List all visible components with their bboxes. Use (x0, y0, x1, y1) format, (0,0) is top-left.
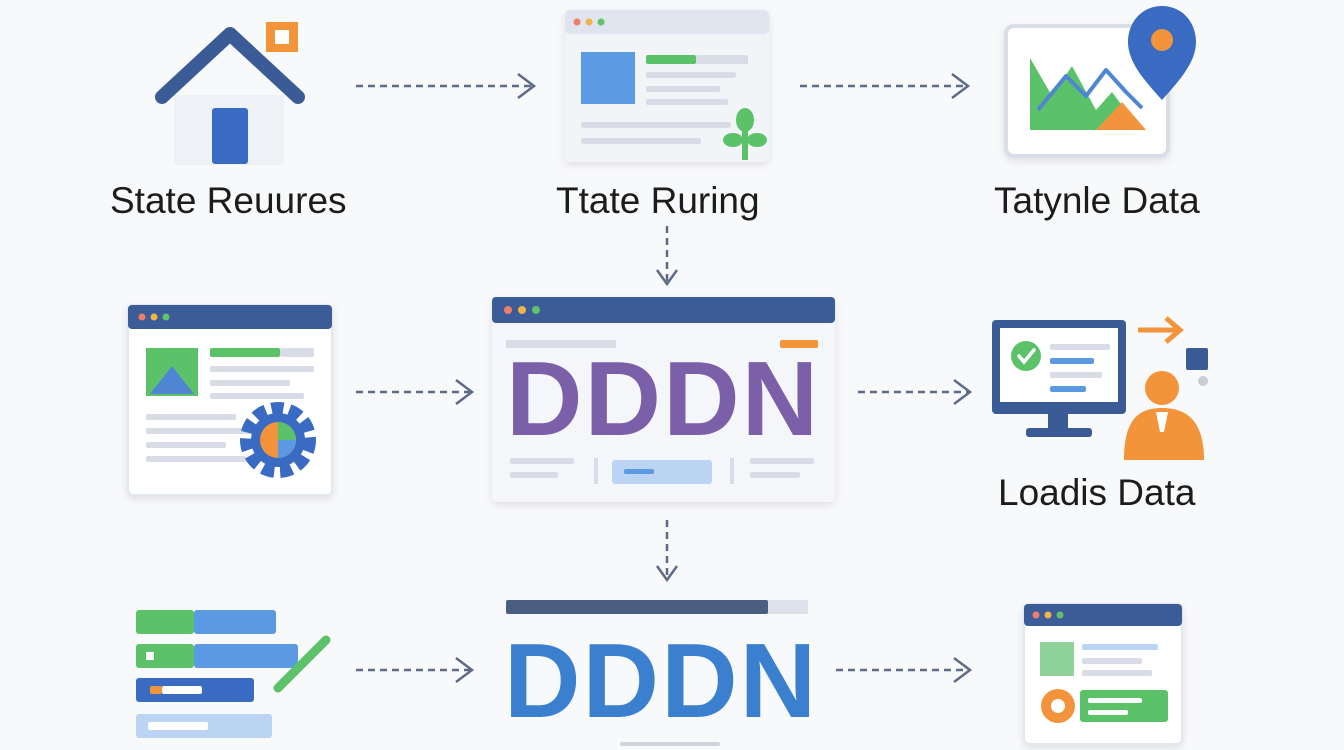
arrow-row2-a (356, 379, 475, 405)
browser-card-right (1023, 603, 1183, 745)
arrow-row1-b (800, 73, 971, 99)
map-card-icon (1004, 24, 1170, 158)
center-window (492, 297, 835, 502)
node-label-mid-right: Loadis Data (998, 472, 1196, 513)
arrow-down-2 (655, 520, 679, 583)
dot-icon (1198, 376, 1208, 386)
bottom-scroll-indicator (620, 742, 720, 746)
browser-window-icon (565, 10, 769, 162)
gear-icon (240, 402, 316, 478)
square-icon (1186, 348, 1208, 370)
node-label-top-left: State Reuures (110, 180, 347, 221)
person-icon (1124, 371, 1204, 460)
monitor-icon (992, 320, 1126, 437)
center-title: DDDN (506, 340, 821, 458)
arrow-row2-b (858, 379, 973, 405)
node-label-top-mid: Ttate Ruring (556, 180, 760, 221)
arrow-row3-b (836, 657, 973, 683)
house-icon (155, 22, 305, 165)
list-stack-icon (136, 610, 298, 738)
arrow-down-1 (655, 226, 679, 287)
bottom-title: DDDN (504, 622, 819, 740)
node-label-top-right: Tatynle Data (994, 180, 1200, 221)
arrow-row1-a (356, 73, 537, 99)
pencil-icon (273, 635, 331, 693)
orange-arrow-icon (1138, 316, 1184, 344)
progress-bar (506, 600, 808, 614)
arrow-row3-a (356, 657, 475, 683)
map-pin-icon (1128, 6, 1196, 100)
plant-icon (723, 108, 767, 160)
